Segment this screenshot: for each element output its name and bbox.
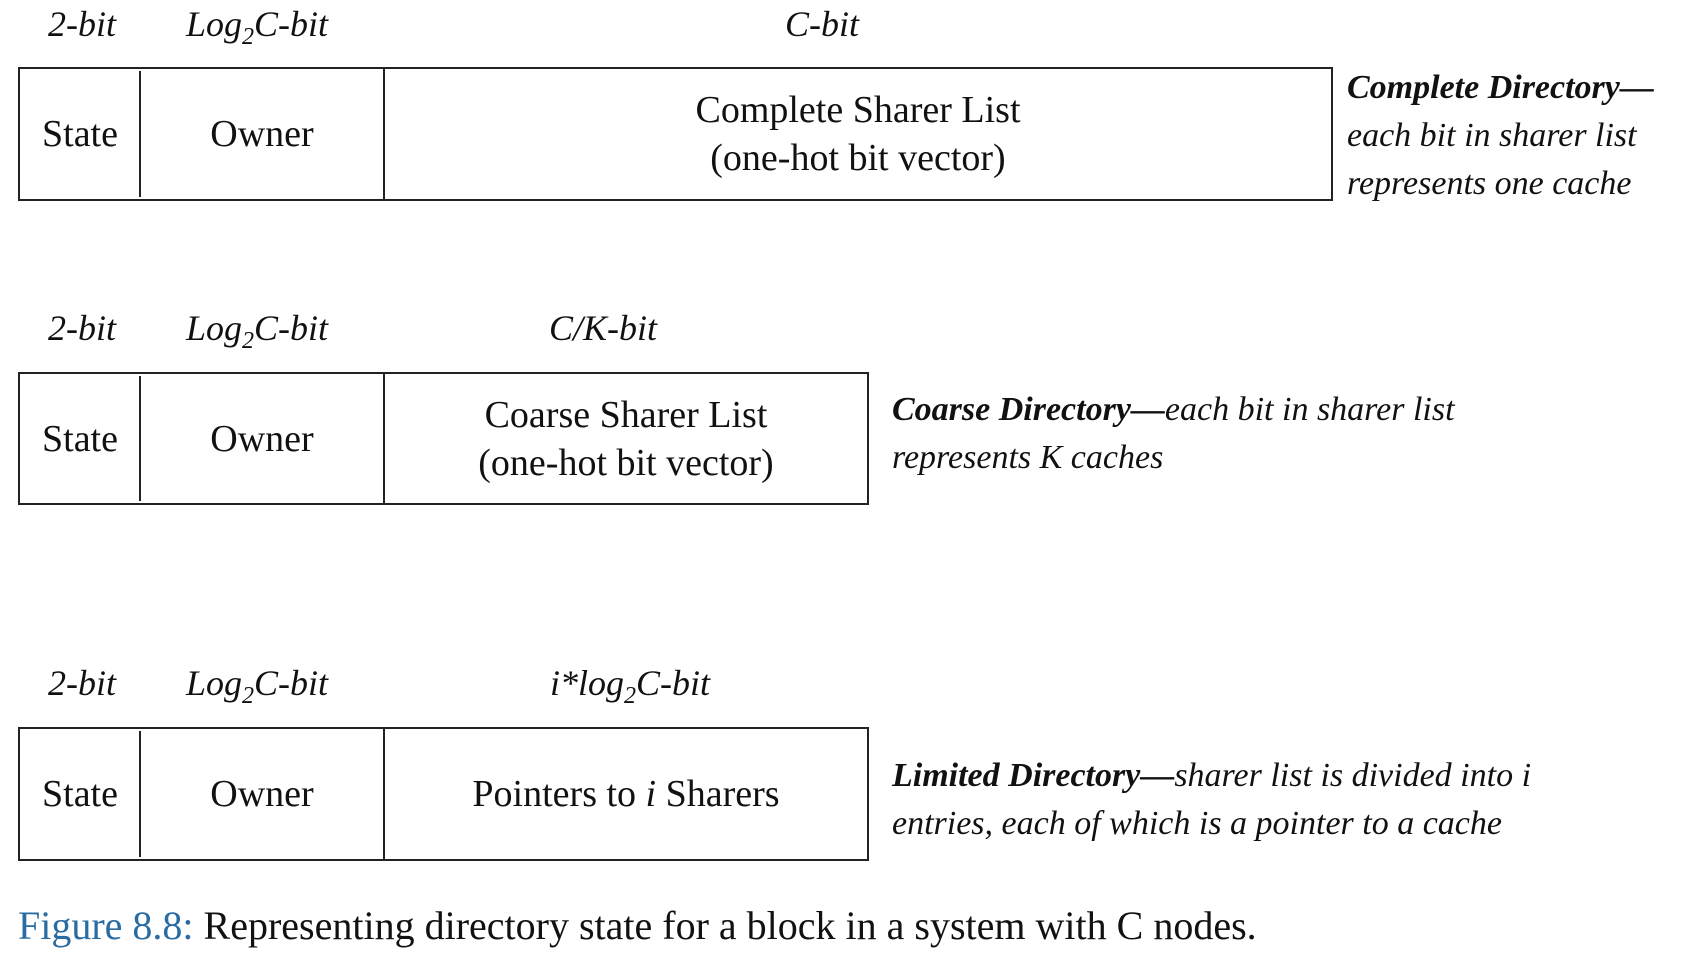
state-field: State [42, 773, 118, 815]
owner-bit-width-label: Log2C-bit [185, 663, 329, 709]
description-complete-directory: Complete Directory— each bit in sharer l… [1347, 69, 1654, 202]
state-bit-width-label: 2-bit [48, 663, 116, 703]
state-owner-divider [139, 731, 141, 857]
state-bit-width-label: 2-bit [48, 308, 116, 348]
sharer-list-bit-width-label: i*log2C-bit [549, 663, 711, 709]
sharer-list-bit-width-label: C-bit [784, 4, 860, 44]
figure-caption-text: Representing directory state for a block… [193, 903, 1257, 948]
owner-field: Owner [210, 773, 314, 815]
directory-entry-box: State Owner Complete Sharer List(one-hot… [18, 67, 1333, 201]
state-owner-divider [139, 71, 141, 197]
owner-list-divider [383, 374, 385, 503]
owner-list-divider [383, 69, 385, 199]
owner-field: Owner [210, 417, 314, 460]
figure-caption: Figure 8.8: Representing directory state… [18, 900, 1257, 952]
figure-number: Figure 8.8: [18, 903, 194, 948]
description-coarse-directory: Coarse Directory—each bit in sharer list… [892, 391, 1455, 476]
state-field: State [42, 417, 118, 460]
state-owner-divider [139, 376, 141, 501]
owner-bit-width-label: Log2C-bit [185, 4, 329, 50]
state-bit-width-label: 2-bit [48, 4, 116, 44]
sharer-list-bit-width-label: C/K-bit [548, 308, 658, 348]
owner-list-divider [383, 729, 385, 859]
directory-entry-box: State Owner Coarse Sharer List(one-hot b… [18, 372, 869, 505]
description-limited-directory: Limited Directory—sharer list is divided… [892, 757, 1532, 842]
owner-bit-width-label: Log2C-bit [185, 308, 329, 354]
sharer-list-field: Pointers to i Sharers [472, 773, 780, 815]
sharer-list-field: Coarse Sharer List(one-hot bit vector) [478, 393, 774, 484]
sharer-list-field: Complete Sharer List(one-hot bit vector) [695, 89, 1021, 179]
owner-field: Owner [210, 113, 314, 155]
directory-entry-box: State Owner Pointers to i Sharers [18, 727, 869, 861]
state-field: State [42, 113, 118, 155]
